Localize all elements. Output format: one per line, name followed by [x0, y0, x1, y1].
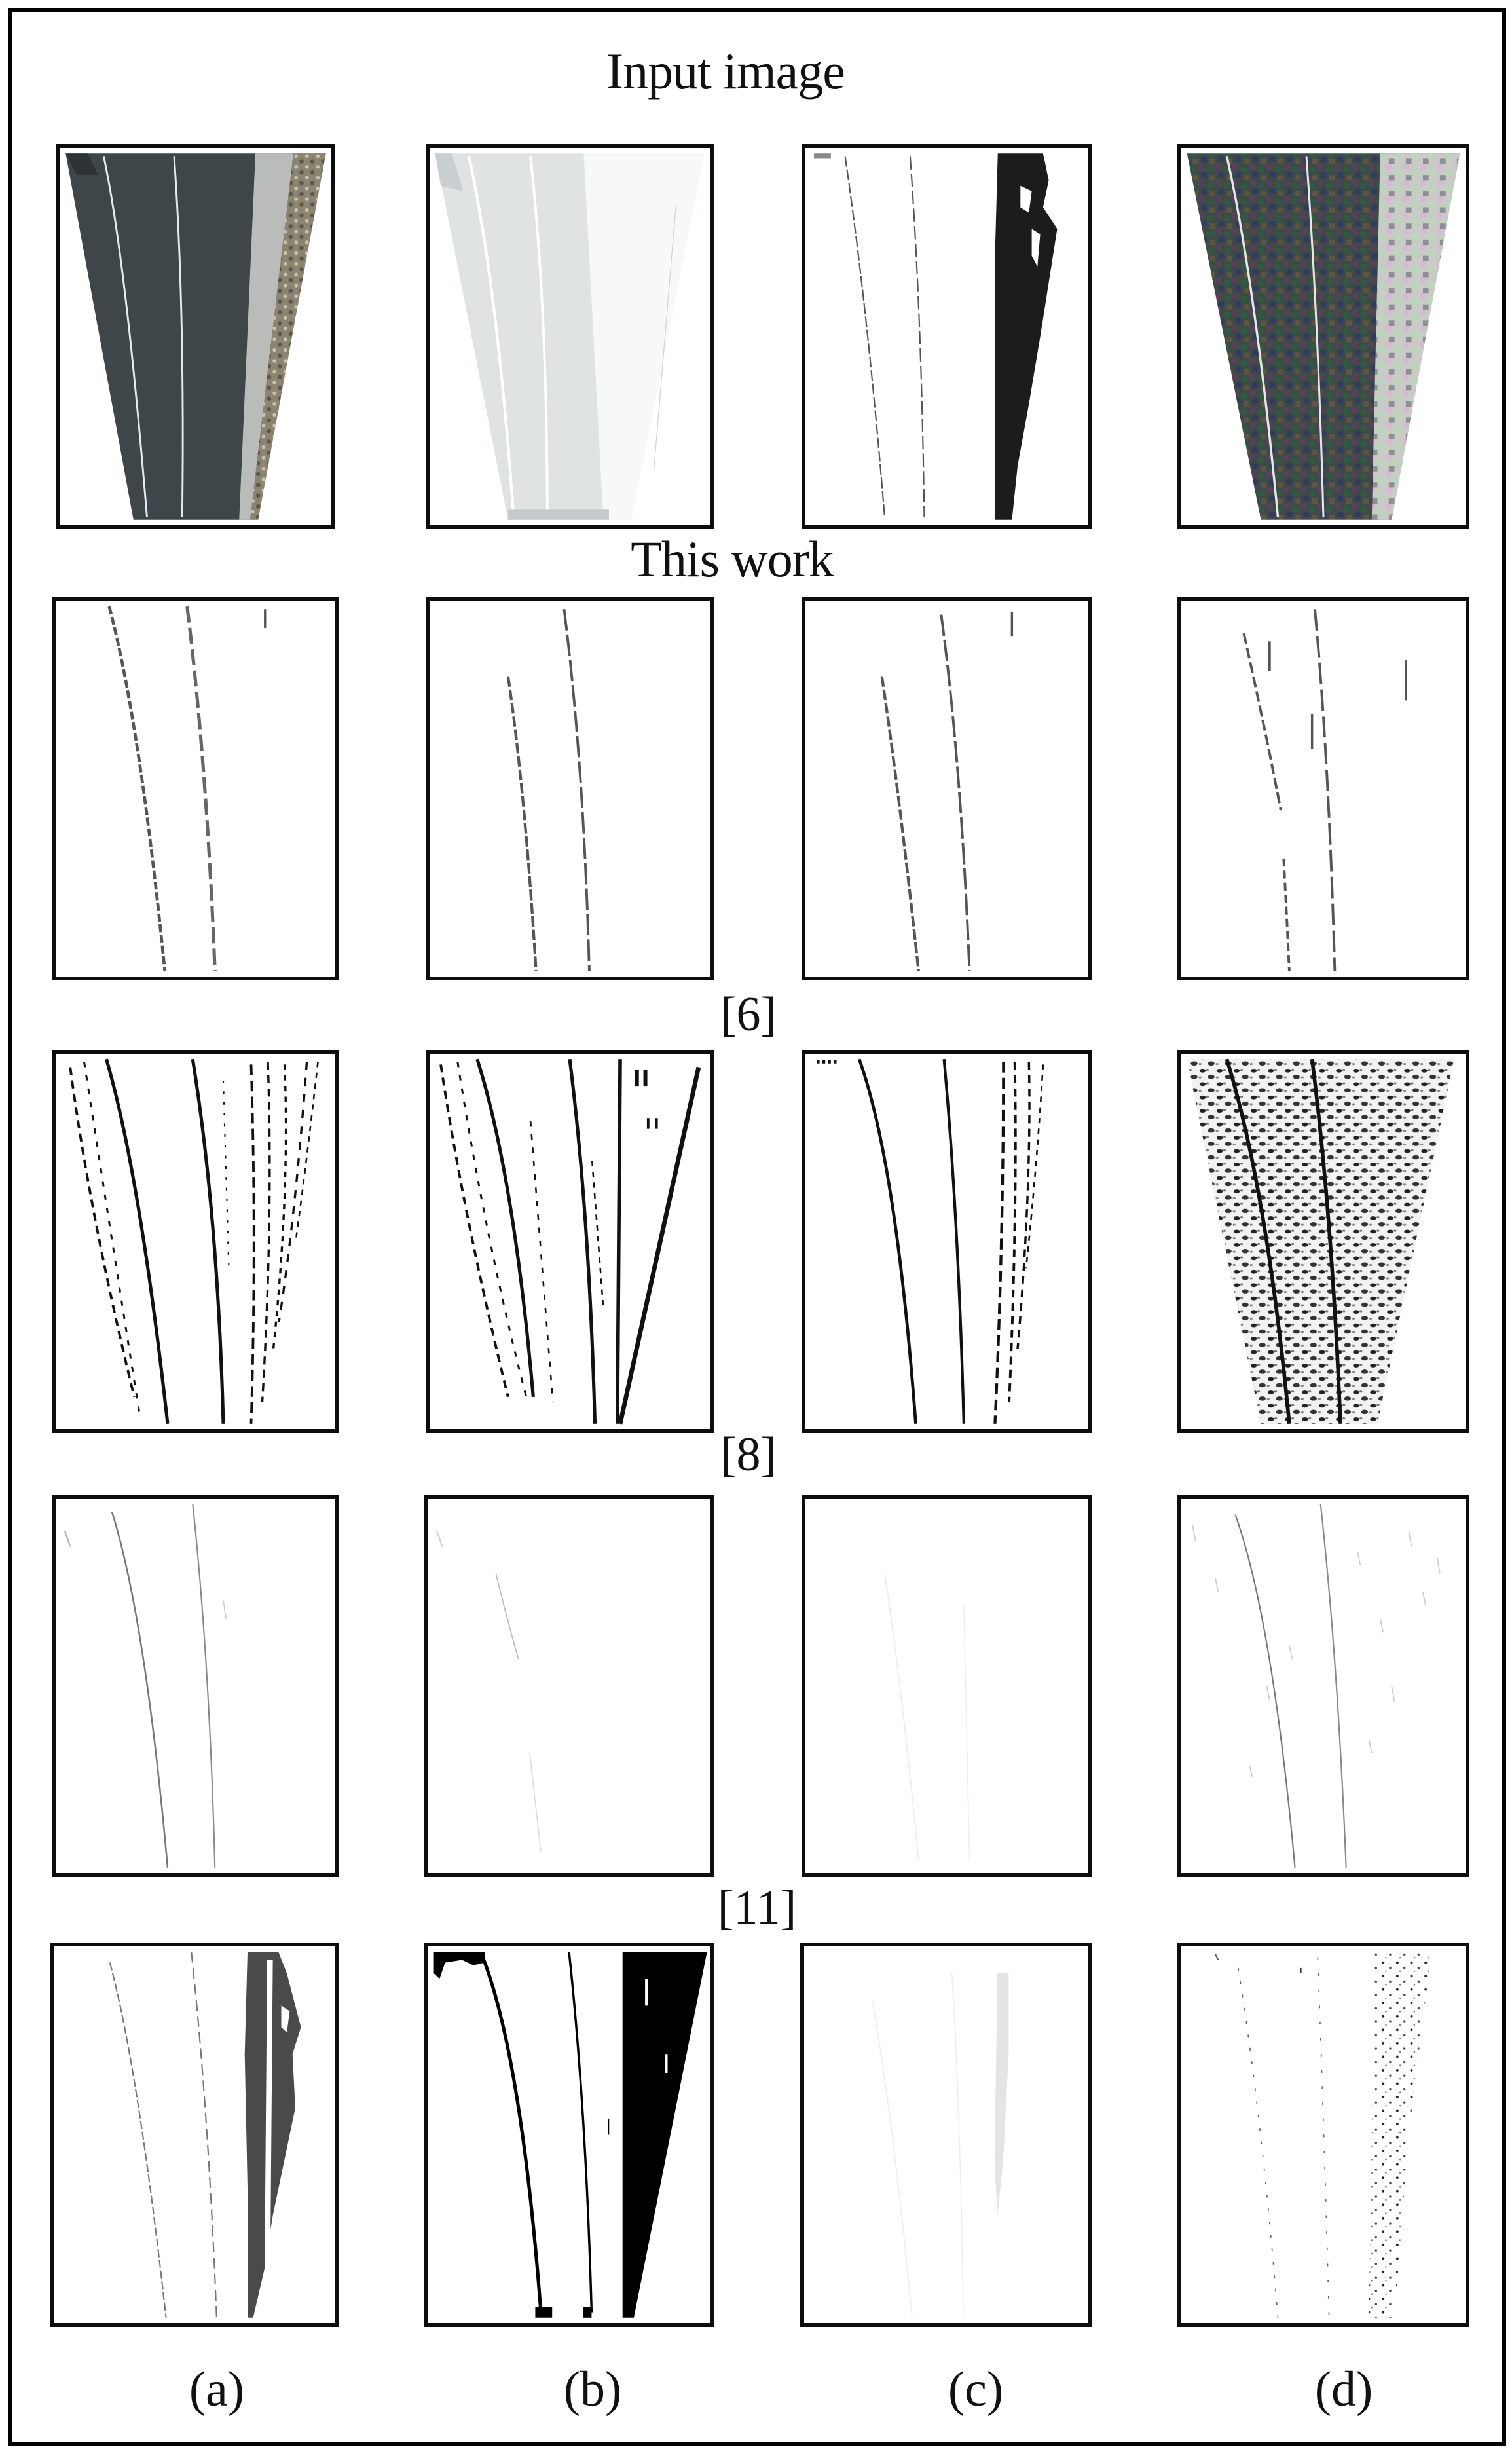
- road-image-noisy: [1187, 153, 1460, 520]
- lane-detection-output: [506, 609, 591, 971]
- ref6-panel-d: [1177, 1050, 1469, 1433]
- input-panel-d: [1177, 144, 1469, 529]
- lane-with-black-wedge-output: [433, 1952, 707, 2318]
- road-image-normal: [65, 153, 326, 520]
- this-work-panel-c: [802, 597, 1092, 980]
- figure-frame: [8, 8, 1506, 2446]
- very-faint-output: [872, 1973, 1009, 2318]
- ref6-panel-b: [426, 1050, 714, 1433]
- ref8-panel-b: [424, 1495, 714, 1877]
- edge-clutter-output: [439, 1058, 701, 1425]
- edge-clutter-output: [817, 1058, 1044, 1424]
- column-label-d: (d): [1314, 2362, 1373, 2417]
- input-panel-a: [56, 144, 335, 529]
- faint-edge-speckle-output: [1192, 1504, 1441, 1868]
- ref8-panel-d: [1177, 1495, 1469, 1877]
- ref6-panel-c: [802, 1050, 1092, 1433]
- row-title-ref-6: [6]: [720, 988, 777, 1041]
- heavy-texture-noise-output: [1187, 1058, 1454, 1425]
- ref11-panel-c: [800, 1943, 1092, 2327]
- edge-clutter-output: [69, 1058, 319, 1425]
- input-panel-b: [426, 144, 714, 529]
- near-empty-output: [884, 1573, 970, 1860]
- road-image-bright: [435, 153, 705, 520]
- ref11-panel-d: [1177, 1943, 1469, 2327]
- lane-detection-output: [107, 606, 267, 972]
- row-title-this-work: This work: [631, 531, 834, 587]
- row-title-input-image: Input image: [606, 43, 845, 100]
- column-label-b: (b): [563, 2362, 622, 2417]
- ref11-panel-b: [424, 1943, 714, 2327]
- road-image-shadow: [813, 153, 1058, 520]
- lane-with-shadow-blob-output: [109, 1952, 301, 2318]
- ref8-panel-a: [52, 1495, 339, 1877]
- ref6-panel-a: [52, 1050, 339, 1433]
- this-work-panel-b: [426, 597, 714, 980]
- column-label-c: (c): [948, 2362, 1004, 2417]
- row-title-ref-8: [8]: [720, 1428, 777, 1481]
- input-panel-c: [802, 144, 1092, 529]
- lane-detection-output: [1242, 609, 1407, 971]
- lane-with-speckle-output: [1215, 1952, 1431, 2318]
- this-work-panel-a: [52, 597, 339, 980]
- very-faint-edge-output: [435, 1530, 542, 1852]
- this-work-panel-d: [1177, 597, 1469, 980]
- ref11-panel-a: [50, 1943, 339, 2327]
- ref8-panel-c: [802, 1495, 1092, 1877]
- faint-edge-output: [64, 1504, 227, 1868]
- row-title-ref-11: [11]: [717, 1881, 797, 1935]
- lane-detection-output: [880, 612, 1014, 972]
- column-label-a: (a): [189, 2362, 245, 2417]
